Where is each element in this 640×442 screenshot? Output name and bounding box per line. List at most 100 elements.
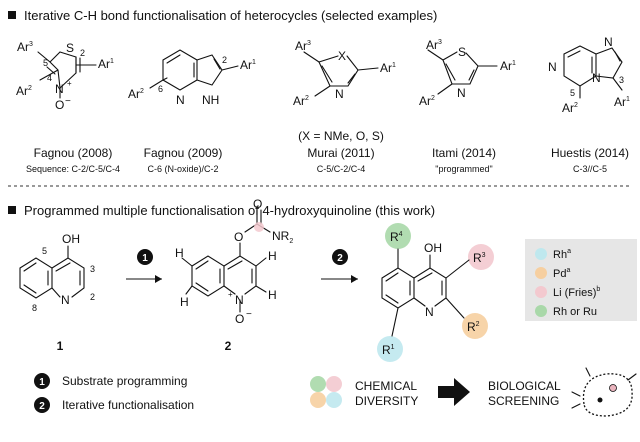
atom-s: S bbox=[66, 41, 74, 55]
atom-oh-1: OH bbox=[62, 232, 80, 246]
charge-minus: − bbox=[65, 96, 71, 107]
atom-n-itami: N bbox=[457, 86, 466, 100]
ar2-label: Ar2 bbox=[16, 84, 32, 98]
r3-label: R3 bbox=[473, 251, 486, 265]
step1-marker bbox=[137, 249, 153, 265]
section2-bullet bbox=[8, 206, 16, 214]
example-note-2: C-6 (N-oxide)/C-2 bbox=[147, 164, 218, 174]
example-name-3: Murai (2011) bbox=[307, 146, 374, 160]
atom-x: X bbox=[338, 49, 346, 63]
structure-product: OH N R4 R3 R2 R1 bbox=[377, 223, 494, 362]
atom-n-2: N bbox=[235, 293, 244, 307]
section2-header: Programmed multiple functionalisation of… bbox=[24, 203, 435, 218]
legend-swatch-pd bbox=[535, 267, 547, 279]
structure-compound-1: OH N 5 3 2 8 bbox=[19, 232, 95, 313]
example-note-3: C-5/C-2/C-4 bbox=[317, 164, 366, 174]
step2-label: Iterative functionalisation bbox=[62, 398, 194, 412]
compound-label-2: 2 bbox=[225, 339, 232, 353]
pos-2-c1: 2 bbox=[90, 292, 95, 302]
atom-o-noxide: O bbox=[235, 312, 244, 326]
ar2-label-murai: Ar2 bbox=[293, 94, 309, 108]
charge-plus-2: + bbox=[228, 290, 233, 299]
example-note-4: "programmed" bbox=[435, 164, 492, 174]
structure-itami-2014: S N Ar3 Ar1 Ar2 bbox=[419, 38, 516, 108]
atom-n-pyridine: N bbox=[176, 93, 185, 107]
atom-h-2: H bbox=[268, 288, 277, 302]
step2-bullet bbox=[34, 397, 50, 413]
example-note-1: Sequence: C-2/C-5/C-4 bbox=[26, 164, 120, 174]
pos-5: 5 bbox=[43, 58, 48, 68]
step1-bullet bbox=[34, 373, 50, 389]
section1-bullet bbox=[8, 11, 16, 19]
legend-swatch-rh-ru bbox=[535, 305, 547, 317]
atom-oh-product: OH bbox=[424, 241, 442, 255]
ar3-label-itami: Ar3 bbox=[426, 38, 442, 52]
diversity-icon bbox=[310, 376, 342, 408]
structure-murai-2011: X N Ar3 Ar1 Ar2 bbox=[293, 39, 396, 108]
pos-3-c1: 3 bbox=[90, 264, 95, 274]
step1-label: Substrate programming bbox=[62, 374, 187, 388]
example-name-1: Fagnou (2008) bbox=[34, 146, 113, 160]
atom-n-bridge: N bbox=[592, 71, 601, 85]
step2-bullet-num: 2 bbox=[39, 401, 45, 412]
ar2-label-2009: Ar2 bbox=[128, 87, 144, 101]
flow-arrow-icon bbox=[438, 378, 470, 406]
step1-bullet-num: 1 bbox=[39, 377, 45, 388]
atom-h-3: H bbox=[268, 249, 277, 263]
example-note-5: C-3//C-5 bbox=[573, 164, 607, 174]
ar2-label-huestis: Ar2 bbox=[562, 101, 578, 115]
pos-6: 6 bbox=[158, 84, 163, 94]
structure-fagnou-2008: S N + O − Ar3 Ar1 Ar2 5 4 2 bbox=[16, 40, 114, 112]
pos-8-c1: 8 bbox=[32, 303, 37, 313]
compound-label-1: 1 bbox=[57, 339, 64, 353]
atom-n-imidazole: N bbox=[604, 35, 613, 49]
bacterium-icon bbox=[571, 367, 637, 417]
atom-n-murai: N bbox=[335, 87, 344, 101]
ar2-label-itami: Ar2 bbox=[419, 94, 435, 108]
atom-h-5: H bbox=[175, 246, 184, 260]
step1-arrowhead bbox=[155, 275, 162, 283]
r2-label: R2 bbox=[467, 320, 480, 334]
structure-compound-2: O O NR2 N + O − H H H H bbox=[175, 197, 293, 326]
pos-4: 4 bbox=[47, 73, 52, 83]
atom-n-1: N bbox=[61, 293, 70, 307]
r2-highlight bbox=[462, 313, 488, 339]
step2-arrowhead bbox=[351, 275, 358, 283]
charge-plus: + bbox=[67, 79, 72, 88]
pos-3-huestis: 3 bbox=[619, 75, 624, 85]
ar3-label-murai: Ar3 bbox=[295, 39, 311, 53]
r4-highlight bbox=[385, 223, 411, 249]
atom-h-8: H bbox=[180, 295, 189, 309]
example-name-4: Itami (2014) bbox=[432, 146, 496, 160]
step2-marker-num: 2 bbox=[337, 253, 343, 264]
legend-swatch-li bbox=[535, 286, 547, 298]
step2-marker bbox=[332, 249, 348, 265]
example-name-2: Fagnou (2009) bbox=[144, 146, 223, 160]
ar3-label: Ar3 bbox=[17, 40, 33, 54]
r3-highlight bbox=[468, 244, 494, 270]
charge-minus-2: − bbox=[246, 309, 252, 320]
atom-nh: NH bbox=[202, 93, 219, 107]
legend-label-rh: Rha bbox=[553, 248, 571, 261]
ar1-label-murai: Ar1 bbox=[380, 61, 396, 75]
atom-s-itami: S bbox=[458, 45, 466, 59]
ar1-label: Ar1 bbox=[98, 57, 114, 71]
step1-marker-num: 1 bbox=[142, 253, 148, 264]
atom-n-product: N bbox=[425, 305, 434, 319]
structure-fagnou-2009: N NH Ar1 Ar2 6 2 bbox=[128, 49, 256, 107]
diversity-line1: CHEMICAL bbox=[355, 379, 417, 393]
screening-line2: SCREENING bbox=[488, 394, 559, 408]
legend-label-li: Li (Fries)b bbox=[553, 286, 600, 299]
atom-nr2: NR2 bbox=[272, 229, 293, 245]
atom-n-pyrazine: N bbox=[548, 60, 557, 74]
example-name-5: Huestis (2014) bbox=[551, 146, 629, 160]
r4-label: R4 bbox=[390, 230, 403, 244]
screening-line1: BIOLOGICAL bbox=[488, 379, 561, 393]
example-variant-3: (X = NMe, O, S) bbox=[298, 129, 384, 143]
catalyst-legend: Rha Pda Li (Fries)b Rh or Ru bbox=[525, 239, 637, 321]
atom-o-carbamate: O bbox=[234, 230, 243, 244]
carbamate-highlight bbox=[254, 222, 264, 232]
legend-swatch-rh bbox=[535, 248, 547, 260]
structure-huestis-2014: N N N Ar2 Ar1 5 3 bbox=[548, 35, 630, 115]
